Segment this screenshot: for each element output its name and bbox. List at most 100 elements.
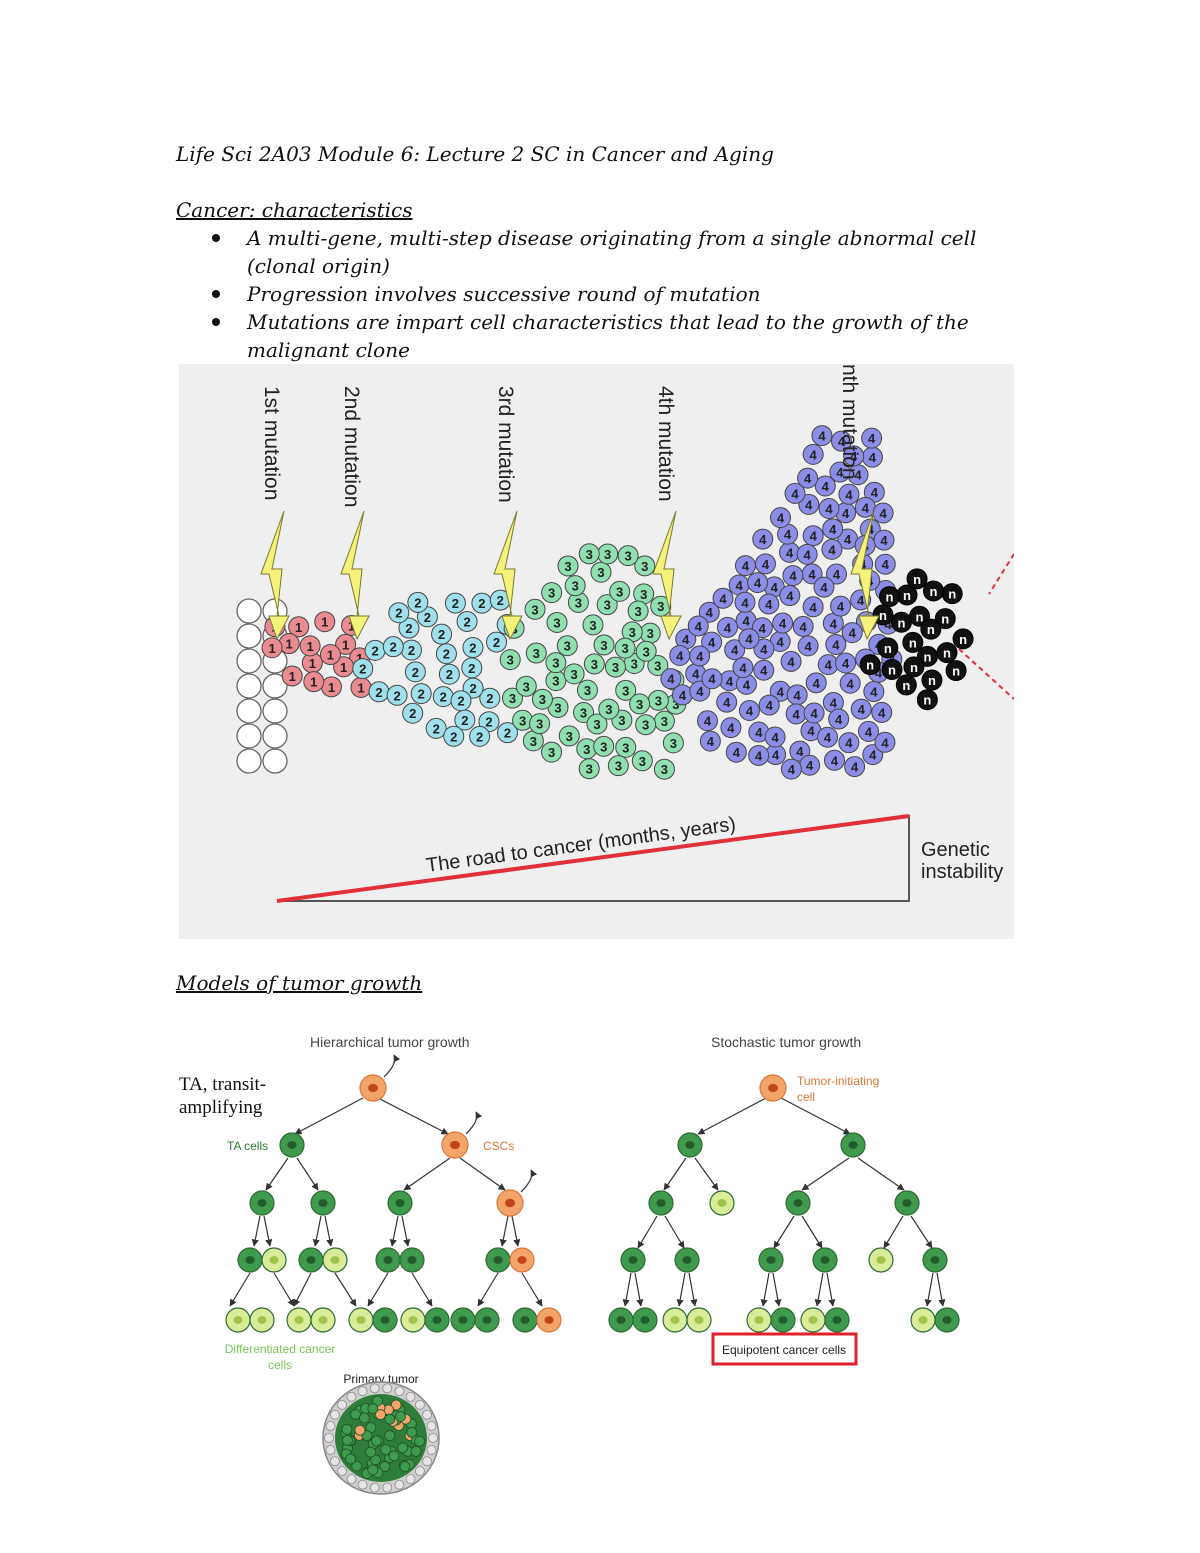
proliferating-cell-node: [513, 1308, 537, 1332]
clone-3-cell: 3: [594, 635, 614, 655]
svg-text:3: 3: [661, 714, 668, 729]
svg-text:4: 4: [810, 447, 818, 462]
clone-4-cell: 4: [793, 616, 813, 636]
svg-text:2: 2: [463, 614, 470, 629]
clone-4-cell: 4: [831, 596, 851, 616]
svg-text:3: 3: [641, 559, 648, 574]
svg-text:3: 3: [564, 639, 571, 654]
svg-text:1: 1: [327, 648, 334, 663]
normal-cell: [237, 649, 261, 673]
clone-4-cell: 4: [781, 651, 801, 671]
lineage-arrow: [679, 1273, 685, 1306]
svg-text:3: 3: [643, 644, 650, 659]
svg-text:4: 4: [807, 724, 815, 739]
svg-text:4: 4: [813, 676, 821, 691]
svg-text:2: 2: [375, 685, 382, 700]
differentiated-cell-node: [349, 1308, 373, 1332]
clone-2-cell: 2: [487, 632, 507, 652]
clone-4-cell: 4: [759, 594, 779, 614]
svg-text:4: 4: [755, 725, 763, 740]
lineage-arrow: [315, 1216, 321, 1246]
clone-3-cell: 3: [577, 680, 597, 700]
proliferating-cell-node: [250, 1191, 274, 1215]
bullet-item: A multi-gene, multi-step disease origina…: [176, 224, 1046, 280]
svg-text:3: 3: [654, 659, 661, 674]
lineage-arrow: [522, 1273, 542, 1306]
svg-text:3: 3: [593, 717, 600, 732]
normal-cell: [263, 699, 287, 723]
clone-2-cell: 2: [470, 726, 490, 746]
svg-text:4: 4: [786, 589, 794, 604]
svg-text:3: 3: [564, 559, 571, 574]
lineage-arrow: [664, 1158, 686, 1190]
svg-text:2: 2: [359, 662, 366, 677]
svg-text:1: 1: [286, 637, 293, 652]
svg-text:1: 1: [328, 680, 335, 695]
svg-text:3: 3: [604, 547, 611, 562]
svg-text:2: 2: [395, 606, 402, 621]
proliferating-cell-node: [678, 1133, 702, 1157]
svg-text:2: 2: [470, 681, 477, 696]
clone-4-cell: 4: [798, 636, 818, 656]
svg-text:n: n: [913, 572, 921, 587]
svg-text:4: 4: [707, 734, 715, 749]
svg-text:4: 4: [828, 542, 836, 557]
svg-text:3: 3: [597, 565, 604, 580]
clone-2-cell: 2: [451, 691, 471, 711]
proliferating-cell-node: [825, 1308, 849, 1332]
svg-text:3: 3: [584, 683, 591, 698]
lineage-arrow: [625, 1273, 631, 1306]
clone-2-cell: 2: [444, 726, 464, 746]
svg-text:4: 4: [842, 506, 850, 521]
svg-text:4: 4: [766, 698, 774, 713]
clone-n-cell: n: [917, 690, 937, 710]
differentiated-cell-node: [911, 1308, 935, 1332]
svg-text:4: 4: [746, 703, 754, 718]
proliferating-cell-node: [841, 1133, 865, 1157]
svg-text:3: 3: [621, 641, 628, 656]
svg-text:4: 4: [735, 578, 743, 593]
stem-cell-node: [537, 1308, 561, 1332]
svg-text:4: 4: [796, 744, 804, 759]
normal-cell: [263, 749, 287, 773]
svg-text:2: 2: [443, 647, 450, 662]
clone-4-cell: 4: [717, 692, 737, 712]
svg-text:4: 4: [726, 674, 734, 689]
svg-text:2: 2: [408, 643, 415, 658]
svg-text:3: 3: [636, 697, 643, 712]
svg-text:4: 4: [837, 599, 845, 614]
clone-2-cell: 2: [439, 664, 459, 684]
svg-text:2: 2: [438, 627, 445, 642]
clone-4-cell: 4: [839, 484, 859, 504]
clone-n-cell: n: [937, 643, 957, 663]
svg-text:n: n: [924, 649, 932, 664]
svg-text:4: 4: [871, 485, 879, 500]
differentiated-cell-node: [401, 1308, 425, 1332]
clone-4-cell: 4: [814, 577, 834, 597]
differentiated-cell-node: [663, 1308, 687, 1332]
svg-text:4: 4: [830, 695, 838, 710]
svg-text:2: 2: [390, 640, 397, 655]
svg-text:4: 4: [847, 676, 855, 691]
mutation-label: nth mutation: [838, 364, 861, 480]
svg-text:4: 4: [743, 677, 751, 692]
svg-text:3: 3: [566, 729, 573, 744]
differentiated-cell-node: [226, 1308, 250, 1332]
clone-2-cell: 2: [445, 593, 465, 613]
svg-text:3: 3: [625, 549, 632, 564]
clone-3-cell: 3: [526, 643, 546, 663]
svg-text:4: 4: [777, 511, 785, 526]
clone-2-cell: 2: [387, 685, 407, 705]
clone-2-cell: 2: [365, 640, 385, 660]
clone-1-cell: 1: [304, 672, 324, 692]
clone-n-cell: n: [907, 569, 927, 589]
svg-text:3: 3: [615, 759, 622, 774]
clone-4-cell: 4: [765, 727, 785, 747]
clone-4-cell: 4: [800, 755, 820, 775]
clone-4-cell: 4: [688, 616, 708, 636]
svg-text:4: 4: [824, 730, 832, 745]
lineage-arrow: [230, 1273, 250, 1306]
clone-4-cell: 4: [845, 757, 865, 777]
clone-4-cell: 4: [781, 759, 801, 779]
proliferating-cell-node: [373, 1308, 397, 1332]
